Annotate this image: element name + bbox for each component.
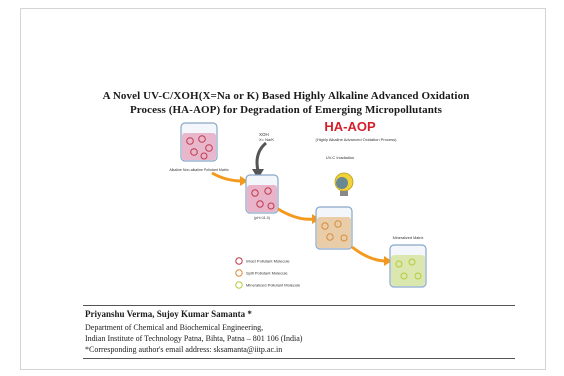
uv-label: UV-C Irradiation (326, 155, 354, 160)
top-rule (83, 305, 515, 306)
legend-split-label: Split Pollutant Molecule (246, 271, 288, 276)
beaker-1-label: Alkaline Non-alkaline Pollutant Matrix (169, 168, 229, 172)
xoh-arrow-head (252, 169, 264, 179)
paper-title: A Novel UV-C/XOH(X=Na or K) Based Highly… (51, 89, 521, 117)
title-line-1: A Novel UV-C/XOH(X=Na or K) Based Highly… (102, 90, 470, 102)
xoh-sub-label: X= Na/K (259, 137, 274, 142)
flow-arrow-1-head (240, 176, 248, 186)
legend-split-marker (235, 269, 243, 277)
graphical-abstract: HA-AOP (Highly Alkaline Advanced Oxidati… (169, 119, 427, 289)
legend: Intact Pollutant Molecule Split Pollutan… (235, 257, 301, 289)
haaop-label: HA-AOP (324, 119, 376, 134)
xoh-dosing-arrow (255, 141, 268, 172)
xoh-label: XOH (259, 132, 269, 137)
beaker-4 (389, 244, 427, 288)
title-line-2: Process (HA-AOP) for Degradation of Emer… (129, 104, 443, 116)
legend-intact-label: Intact Pollutant Molecule (246, 259, 290, 264)
legend-mineralized-marker (235, 281, 243, 289)
beaker-2 (245, 174, 279, 214)
affiliation-line-2: Indian Institute of Technology Patna, Bi… (85, 334, 303, 343)
beaker-2-label: (pH>11.0) (254, 216, 270, 220)
flow-arrow-3 (351, 245, 387, 263)
haaop-caption: (Highly Alkaline Advanced Oxidation Proc… (316, 137, 398, 142)
legend-intact-marker (235, 257, 243, 265)
flow-arrow-3-head (384, 256, 392, 266)
flow-arrow-2 (277, 207, 315, 221)
beaker-4-label: Mineralized Matrix (393, 236, 424, 240)
affiliation-line-1: Department of Chemical and Biochemical E… (85, 323, 264, 332)
email-line: *Corresponding author's email address: s… (85, 345, 283, 354)
beaker-1 (180, 122, 218, 162)
bottom-rule (83, 358, 515, 359)
author-line: Priyanshu Verma, Sujoy Kumar Samanta * (85, 309, 252, 319)
beaker-3 (315, 206, 353, 250)
uv-lamp-icon (334, 172, 354, 196)
paper-page: A Novel UV-C/XOH(X=Na or K) Based Highly… (20, 8, 546, 370)
legend-mineralized-label: Mineralized Pollutant Molecule (246, 283, 301, 288)
flow-arrow-1 (211, 171, 243, 183)
